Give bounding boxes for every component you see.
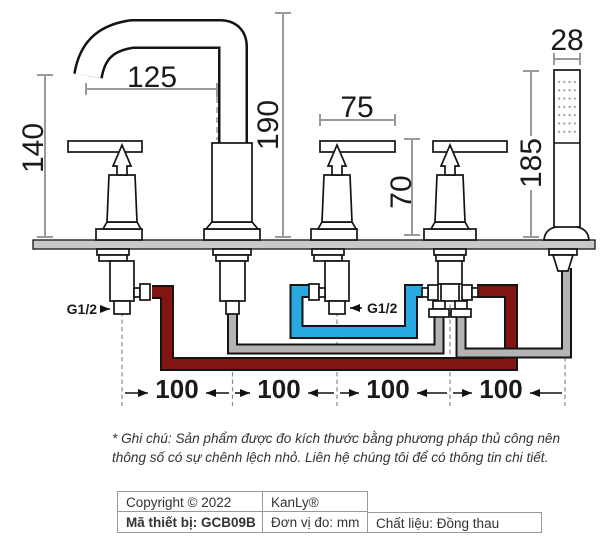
- spout-connection-pipe: [227, 314, 445, 355]
- cold-handle: [308, 140, 396, 315]
- dim-185: 185: [515, 138, 548, 188]
- spacing-2: 100: [257, 374, 300, 404]
- measurement-note: * Ghi chú: Sản phẩm được đo kích thước b…: [112, 431, 561, 466]
- copyright-cell: Copyright © 2022: [117, 491, 263, 512]
- mounting-deck: [32, 239, 596, 250]
- spacing-1: 100: [155, 374, 198, 404]
- dim-140: 140: [17, 123, 50, 173]
- hand-shower: [543, 69, 590, 272]
- thread-labels: G1/2 G1/2: [67, 300, 398, 317]
- hot-water-pipe: [152, 284, 518, 371]
- unit-cell: Đơn vị đo: mm: [263, 512, 368, 533]
- hot-handle: [67, 140, 151, 315]
- spacing-3: 100: [366, 374, 409, 404]
- dim-28: 28: [550, 24, 583, 57]
- technical-drawing: 140 125 190 75 70 28 185 100 100 100 100…: [17, 12, 596, 406]
- spray-face: [557, 79, 577, 138]
- cold-water-pipe: [289, 284, 423, 339]
- dimension-labels: 140 125 190 75 70 28 185: [17, 24, 584, 209]
- dimension-lines: [37, 12, 581, 238]
- spacing-4: 100: [479, 374, 522, 404]
- thread-label-middle: G1/2: [367, 300, 398, 316]
- dim-125: 125: [127, 61, 177, 94]
- thread-label-left: G1/2: [67, 301, 98, 317]
- model-code-cell: Mã thiết bị: GCB09B: [117, 512, 263, 533]
- shower-connection-pipe: [455, 268, 572, 359]
- spacing-dimensions: 100 100 100 100: [125, 374, 562, 404]
- diverter-handle: [421, 140, 508, 318]
- dim-75: 75: [340, 91, 373, 124]
- dim-190: 190: [252, 100, 285, 150]
- material-cell: Chất liệu: Đồng thau: [368, 512, 542, 533]
- dim-70: 70: [385, 175, 418, 208]
- brand-cell: KanLy®: [263, 491, 368, 512]
- spout: [73, 19, 261, 315]
